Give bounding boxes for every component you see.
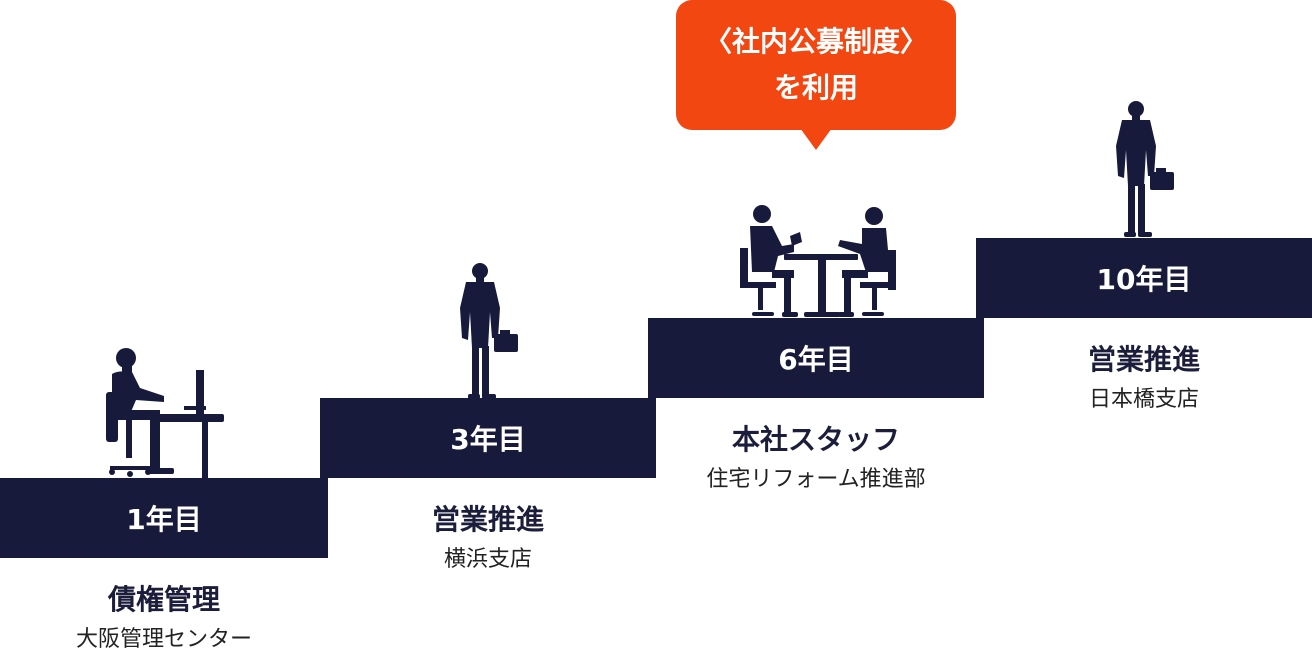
callout-line-1: 〈社内公募制度〉	[703, 25, 928, 58]
callout-tail	[800, 128, 832, 150]
role-title: 本社スタッフ	[731, 423, 900, 456]
department-name: 横浜支店	[443, 547, 532, 572]
step-bar-year-1: 1年目	[0, 478, 328, 558]
step-bar-year-10: 10年目	[976, 238, 1312, 318]
desk-worker-icon	[106, 348, 224, 478]
businessman-with-briefcase-icon	[460, 263, 518, 399]
meeting-at-table-icon	[740, 205, 896, 317]
step-caption-6: 本社スタッフ 住宅リフォーム推進部	[648, 420, 984, 500]
internal-recruitment-callout: 〈社内公募制度〉 を利用	[676, 0, 956, 130]
department-name: 住宅リフォーム推進部	[706, 467, 926, 492]
step-year-label: 6年目	[778, 343, 854, 376]
department-name: 日本橋支店	[1088, 387, 1199, 412]
step-year-label: 1年目	[126, 503, 202, 536]
step-year-label: 3年目	[450, 423, 526, 456]
step-bar-year-6: 6年目	[648, 318, 984, 398]
callout-line-2: を利用	[773, 71, 858, 104]
department-name: 大阪管理センター	[75, 627, 252, 652]
role-title: 営業推進	[1087, 343, 1200, 376]
step-caption-1: 債権管理 大阪管理センター	[0, 580, 328, 660]
step-bar-year-3: 3年目	[320, 398, 656, 478]
step-caption-3: 営業推進 横浜支店	[320, 500, 656, 580]
step-year-label: 10年目	[1096, 263, 1192, 296]
role-title: 営業推進	[431, 503, 544, 536]
role-title: 債権管理	[107, 583, 220, 616]
step-caption-10: 営業推進 日本橋支店	[976, 340, 1312, 420]
businessman-with-briefcase-icon	[1116, 101, 1174, 237]
